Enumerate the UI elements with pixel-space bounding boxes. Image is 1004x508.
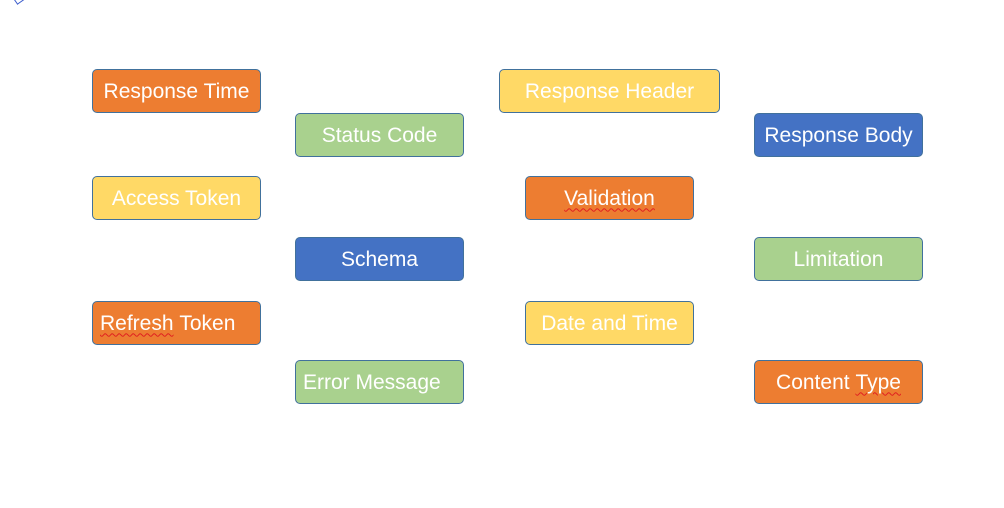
node-label: Error Message bbox=[303, 370, 441, 394]
node-limitation[interactable]: Limitation bbox=[754, 237, 923, 281]
node-label: Response Time bbox=[103, 79, 250, 103]
node-label-part-b: Type bbox=[855, 370, 901, 394]
node-access-token[interactable]: Access Token bbox=[92, 176, 261, 220]
node-label: Response Header bbox=[524, 79, 695, 103]
node-label: Validation bbox=[564, 186, 655, 210]
node-refresh-token[interactable]: Refresh Token bbox=[92, 301, 261, 345]
corner-mark bbox=[12, 0, 25, 5]
node-response-time[interactable]: Response Time bbox=[92, 69, 261, 113]
node-label: Schema bbox=[340, 247, 419, 271]
node-label: Access Token bbox=[111, 186, 242, 210]
node-label-part-a: Content bbox=[776, 370, 850, 394]
node-label-part-b: Token bbox=[179, 311, 236, 335]
node-validation[interactable]: Validation bbox=[525, 176, 694, 220]
node-schema[interactable]: Schema bbox=[295, 237, 464, 281]
node-label-part-a: Refresh bbox=[100, 311, 174, 335]
node-content-type[interactable]: Content Type bbox=[754, 360, 923, 404]
node-date-and-time[interactable]: Date and Time bbox=[525, 301, 694, 345]
node-response-header[interactable]: Response Header bbox=[499, 69, 720, 113]
node-error-message[interactable]: Error Message bbox=[295, 360, 464, 404]
node-response-body[interactable]: Response Body bbox=[754, 113, 923, 157]
node-label: Status Code bbox=[321, 123, 438, 147]
node-label: Limitation bbox=[793, 247, 884, 271]
node-status-code[interactable]: Status Code bbox=[295, 113, 464, 157]
node-label: Response Body bbox=[764, 123, 913, 147]
node-label: Date and Time bbox=[541, 311, 678, 335]
